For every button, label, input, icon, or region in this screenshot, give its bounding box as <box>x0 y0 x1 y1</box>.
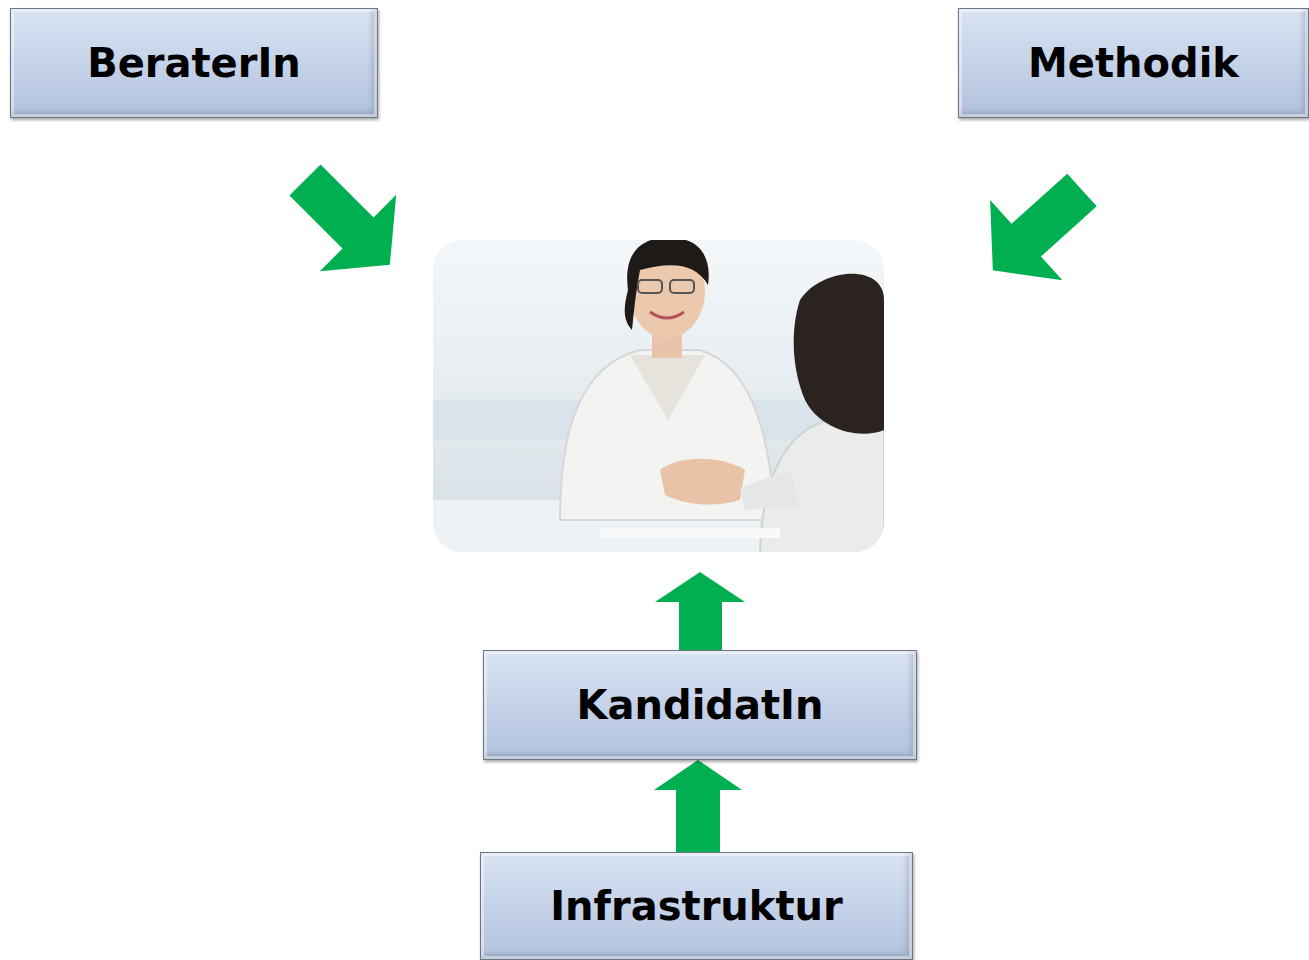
label-box: BeraterIn <box>10 8 378 118</box>
label-box: Methodik <box>958 8 1309 118</box>
block-arrow <box>654 760 742 852</box>
box-label: BeraterIn <box>87 40 301 86</box>
handshake-photo <box>433 240 884 552</box>
block-arrow <box>957 150 1118 311</box>
box-label: Infrastruktur <box>550 883 843 929</box>
label-box: KandidatIn <box>483 650 917 760</box>
box-label: KandidatIn <box>577 682 824 728</box>
label-box: Infrastruktur <box>480 852 913 960</box>
block-arrow <box>267 142 428 303</box>
block-arrow <box>655 572 745 650</box>
box-label: Methodik <box>1028 40 1239 86</box>
